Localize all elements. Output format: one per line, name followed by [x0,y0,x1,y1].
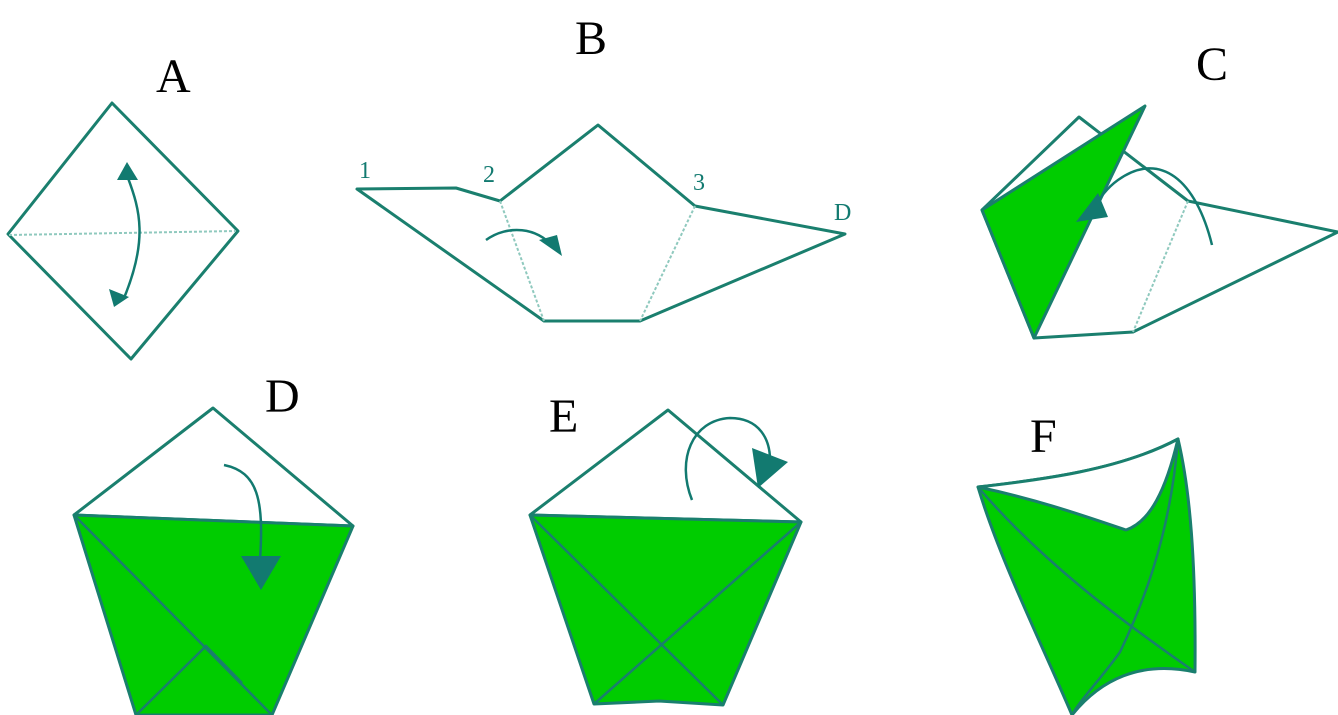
step-c-label: C [1196,38,1228,91]
step-b-label: B [575,12,607,65]
square-diamond [6,101,240,361]
arrowhead-icon [752,448,788,488]
inner-curve-1 [977,486,1196,674]
inner-triangle [135,644,243,715]
step-a: A [6,50,240,361]
fold-behind-arrow [684,416,772,501]
fold-down-arrow [223,463,263,561]
point-label-3: 3 [693,170,705,196]
step-e-label: E [549,390,578,443]
green-body [528,513,803,707]
green-body [72,513,355,715]
step-b: B 1 2 3 D [355,12,851,323]
arrowhead-icon [539,235,562,256]
cup-opening [976,437,1180,532]
top-flap [72,406,355,528]
step-f: F [976,410,1197,715]
inner-fold-line-2 [593,521,802,705]
point-label-2: 2 [483,162,495,188]
arrowhead-down-icon [241,556,281,590]
step-e: E [528,390,803,707]
point-label-d: D [834,200,851,226]
step-a-label: A [156,50,191,103]
arrowhead-down-icon [109,289,129,307]
folded-flap [980,104,1147,340]
folded-paper-shape [355,123,847,323]
arrowhead-up-icon [117,162,138,180]
fold-unfold-arrow [122,177,141,299]
step-c: C [980,38,1338,340]
inner-curve-2 [1070,438,1180,715]
crease-right [639,205,696,322]
step-d: D [72,370,355,715]
arrowhead-icon [1076,193,1108,222]
crease-left [499,200,545,322]
step-f-label: F [1030,410,1057,463]
crease [1132,200,1189,333]
step-d-label: D [265,370,300,423]
point-label-1: 1 [359,158,371,184]
diagonal-crease [8,230,237,236]
inner-fold-line-1 [529,514,724,706]
